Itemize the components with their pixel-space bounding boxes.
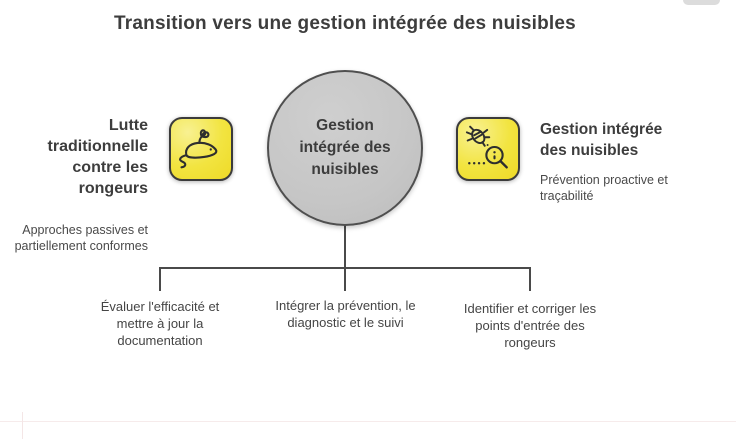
after-icon-tile [456, 117, 520, 181]
step-label-3: Identifier et corriger les points d'entr… [463, 301, 597, 350]
canvas-top-tab [683, 0, 720, 5]
step-label-1: Évaluer l'efficacité et mettre à jour la… [100, 299, 220, 348]
diagram-title: Transition vers une gestion intégrée des… [114, 13, 576, 34]
after-description: Prévention proactive et traçabilité [540, 173, 668, 203]
bug-search-icon [462, 121, 514, 178]
before-description: Approches passives et partiellement conf… [14, 223, 148, 253]
step-label-2: Intégrer la prévention, le diagnostic et… [275, 298, 416, 330]
canvas-edge-horizontal [0, 421, 736, 422]
before-heading: Lutte traditionnelle contre les rongeurs [47, 117, 148, 197]
canvas-edge-vertical [22, 412, 23, 439]
after-heading: Gestion intégrée des nuisibles [540, 121, 663, 159]
center-node: Gestion intégrée des nuisibles [267, 70, 423, 226]
mouse-icon [175, 121, 227, 178]
center-node-label: Gestion intégrée des nuisibles [299, 117, 391, 178]
before-icon-tile [169, 117, 233, 181]
